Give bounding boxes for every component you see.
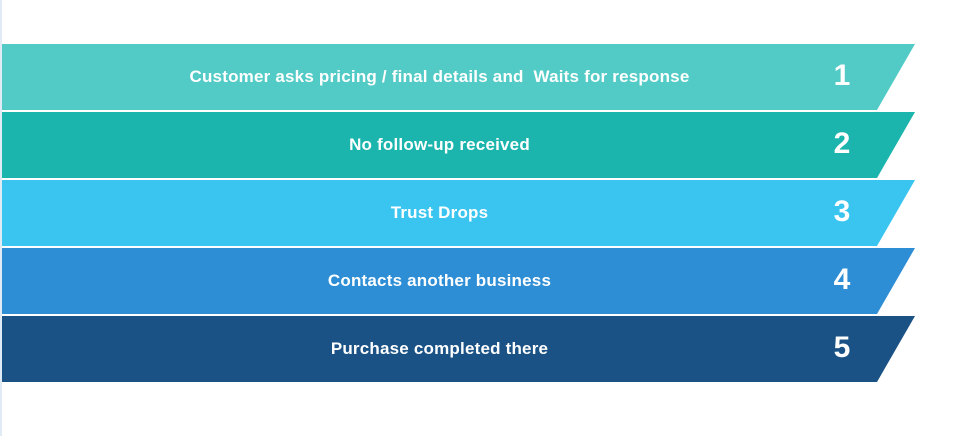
funnel-step-4: Contacts another business 4 xyxy=(2,248,915,314)
funnel-step-3-label: Trust Drops xyxy=(390,203,489,222)
funnel-step-3: Trust Drops 3 xyxy=(2,180,915,246)
funnel-step-3-number: 3 xyxy=(833,195,851,228)
funnel-step-5-number: 5 xyxy=(833,331,851,364)
funnel-step-4-label: Contacts another business xyxy=(327,271,552,290)
funnel-step-2-number: 2 xyxy=(833,127,851,160)
funnel-step-4-number: 4 xyxy=(833,263,851,296)
funnel-step-2: No follow-up received 2 xyxy=(2,112,915,178)
left-accent-line xyxy=(0,0,2,436)
funnel-step-2-label: No follow-up received xyxy=(349,135,530,154)
funnel-step-5-label: Purchase completed there xyxy=(330,339,549,358)
funnel-diagram: Customer asks pricing / final details an… xyxy=(2,44,915,384)
funnel-step-1-label: Customer asks pricing / final details an… xyxy=(189,67,690,86)
funnel-step-1: Customer asks pricing / final details an… xyxy=(2,44,915,110)
funnel-step-1-number: 1 xyxy=(833,59,851,92)
funnel-step-5: Purchase completed there 5 xyxy=(2,316,915,382)
